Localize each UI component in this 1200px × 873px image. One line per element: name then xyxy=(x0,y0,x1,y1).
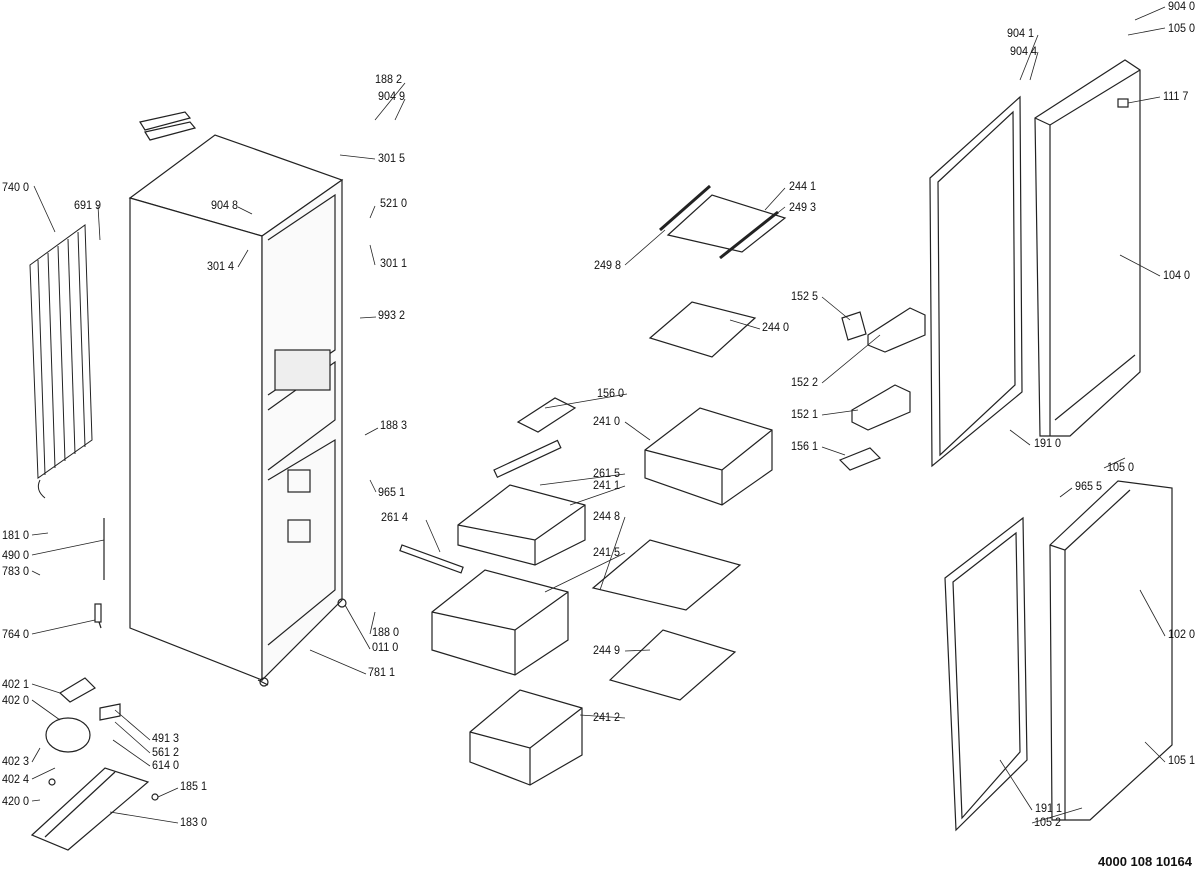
part-label-9655: 965 5 xyxy=(1075,479,1103,493)
part-label-9048: 904 8 xyxy=(211,198,239,212)
part-label-4913: 491 3 xyxy=(152,731,180,745)
part-label-2615: 261 5 xyxy=(593,466,621,480)
part-label-4024: 402 4 xyxy=(2,772,30,786)
part-label-0110: 011 0 xyxy=(372,640,399,654)
drawing-number: 4000 108 10164 xyxy=(1098,854,1192,869)
part-label-4021: 402 1 xyxy=(2,677,30,691)
part-label-2415: 241 5 xyxy=(593,545,621,559)
part-label-1522: 152 2 xyxy=(791,375,819,389)
part-label-4023: 402 3 xyxy=(2,754,30,768)
part-label-1910: 191 0 xyxy=(1034,436,1062,450)
part-label-4200: 420 0 xyxy=(2,794,30,808)
part-label-2440: 244 0 xyxy=(762,320,790,334)
condenser xyxy=(29,224,93,499)
part-label-1883: 188 3 xyxy=(380,418,408,432)
part-label-7830: 783 0 xyxy=(2,564,30,578)
part-label-1810: 181 0 xyxy=(2,528,30,542)
part-label-7400: 740 0 xyxy=(2,180,30,194)
part-label-1830: 183 0 xyxy=(180,815,208,829)
part-label-1050-top: 105 0 xyxy=(1168,21,1196,35)
lower-door xyxy=(944,480,1173,832)
part-label-9651: 965 1 xyxy=(378,485,406,499)
part-label-2412: 241 2 xyxy=(593,710,621,724)
shelves xyxy=(591,184,787,701)
part-label-1117: 111 7 xyxy=(1163,89,1189,103)
part-label-2410: 241 0 xyxy=(593,414,621,428)
part-label-1040: 104 0 xyxy=(1163,268,1191,282)
part-label-9040: 904 0 xyxy=(1168,0,1196,13)
part-label-7811: 781 1 xyxy=(368,665,396,679)
part-label-1911: 191 1 xyxy=(1035,801,1063,815)
part-label-1051: 105 1 xyxy=(1168,753,1196,767)
part-label-1560: 156 0 xyxy=(597,386,625,400)
part-label-2498: 249 8 xyxy=(594,258,622,272)
part-label-3011: 301 1 xyxy=(380,256,408,270)
part-label-5210: 521 0 xyxy=(380,196,408,210)
door-bins xyxy=(516,307,926,471)
part-label-9041: 904 1 xyxy=(1007,26,1035,40)
compressor-and-base xyxy=(30,111,197,851)
part-label-4020: 402 0 xyxy=(2,693,30,707)
part-label-7640: 764 0 xyxy=(2,627,30,641)
part-label-2448: 244 8 xyxy=(593,509,621,523)
upper-door xyxy=(929,59,1141,468)
part-label-1880: 188 0 xyxy=(372,625,400,639)
part-label-5612: 561 2 xyxy=(152,745,180,759)
part-label-6919: 691 9 xyxy=(74,198,102,212)
part-label-1525: 152 5 xyxy=(791,289,819,303)
part-label-9049: 904 9 xyxy=(378,89,406,103)
part-label-1882: 188 2 xyxy=(375,72,403,86)
part-label-6140: 614 0 xyxy=(152,758,180,772)
part-label-2411: 241 1 xyxy=(593,478,621,492)
part-label-9932: 993 2 xyxy=(378,308,406,322)
part-label-2614: 261 4 xyxy=(381,510,409,524)
part-label-1052: 105 2 xyxy=(1034,815,1062,829)
part-label-1521: 152 1 xyxy=(791,407,819,421)
part-label-1561: 156 1 xyxy=(791,439,819,453)
part-label-9044: 904 4 xyxy=(1010,44,1038,58)
part-label-3015: 301 5 xyxy=(378,151,406,165)
part-label-4900: 490 0 xyxy=(2,548,30,562)
part-label-2441: 244 1 xyxy=(789,179,817,193)
cabinet xyxy=(128,134,347,687)
part-label-1020: 102 0 xyxy=(1168,627,1196,641)
leader-lines xyxy=(31,6,1166,824)
part-label-1050-lower: 105 0 xyxy=(1107,460,1135,474)
part-label-2449: 244 9 xyxy=(593,643,621,657)
part-label-1851: 185 1 xyxy=(180,779,208,793)
part-label-3014: 301 4 xyxy=(207,259,235,273)
drawers xyxy=(399,407,773,786)
part-label-2493: 249 3 xyxy=(789,200,817,214)
